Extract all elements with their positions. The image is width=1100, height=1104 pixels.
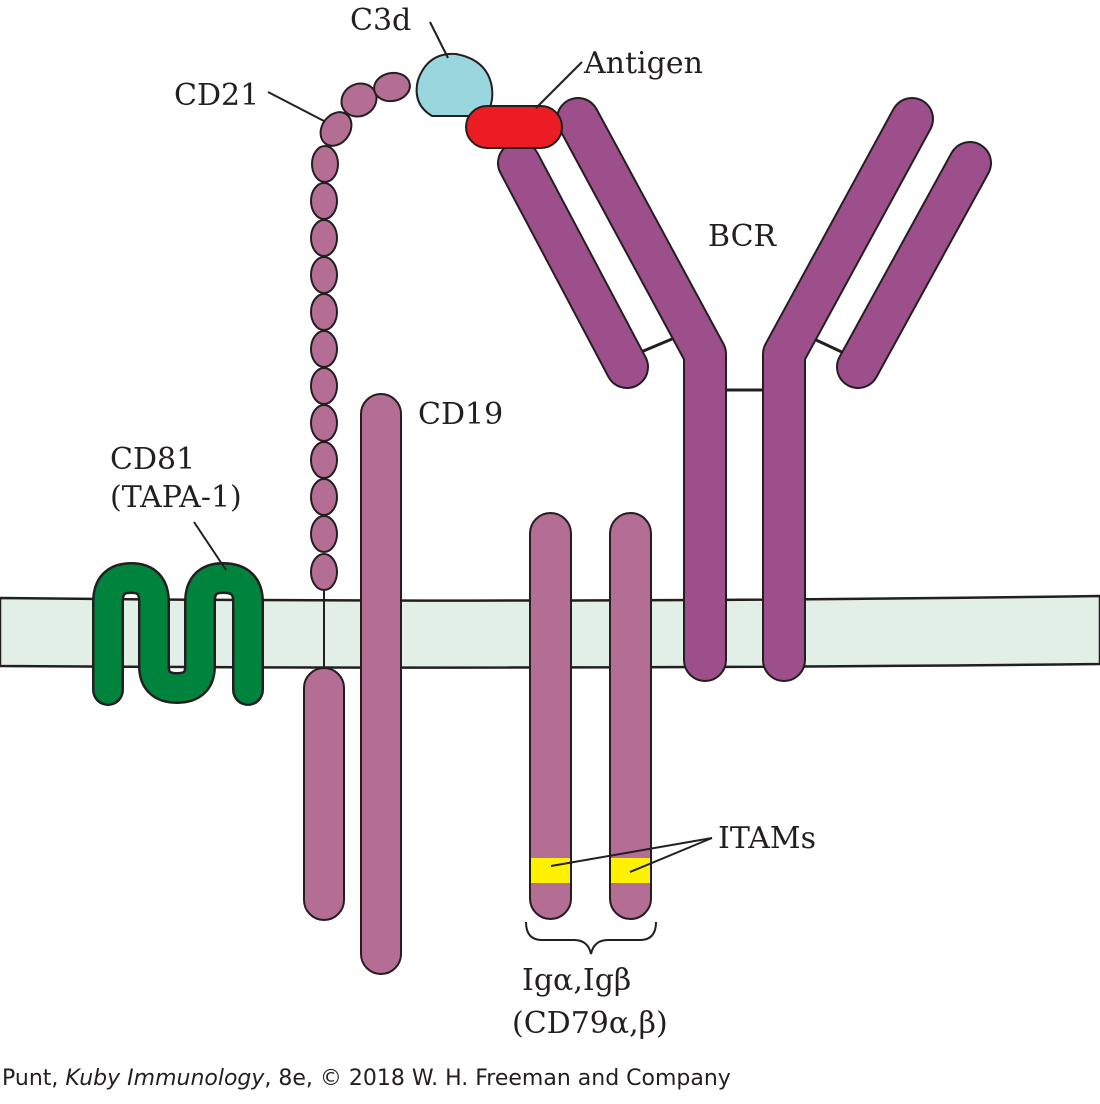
ig-beta-chain [609,512,652,920]
label-cd19: CD19 [418,397,503,432]
credit-edition: , 8e, © 2018 W. H. Freeman and Company [264,1066,731,1091]
credit-author: Punt, [2,1066,66,1091]
label-c3d: C3d [350,3,411,38]
bcr-disulfide-bonds [640,337,847,392]
credit-book-title: Kuby Immunology [65,1066,265,1091]
itam-beta [611,858,650,883]
leader-lines [193,21,713,873]
c3d-molecule [415,52,494,117]
label-cd79: (CD79α,β) [512,1006,668,1041]
label-itams: ITAMs [718,821,816,856]
ig-alpha-chain [529,512,572,920]
label-antigen: Antigen [583,46,703,81]
label-ig-alpha-beta: Igα,Igβ [522,963,631,998]
itam-alpha [531,858,570,883]
antigen-molecule [465,105,563,149]
figure-credit: Punt, Kuby Immunology, 8e, © 2018 W. H. … [2,1066,731,1091]
cd81-protein-fill [94,564,262,704]
cd19-protein [360,393,402,975]
label-cd81: CD81 [110,442,195,477]
label-bcr: BCR [708,219,778,254]
label-cd21: CD21 [174,78,259,113]
cd21-protein [310,71,411,591]
bcr-light-chains [497,141,992,389]
ig-brace [525,921,657,955]
bcr-heavy-chains [556,97,934,682]
label-tapa1: (TAPA-1) [110,480,242,515]
cd21-cytoplasmic-tail [303,667,345,921]
